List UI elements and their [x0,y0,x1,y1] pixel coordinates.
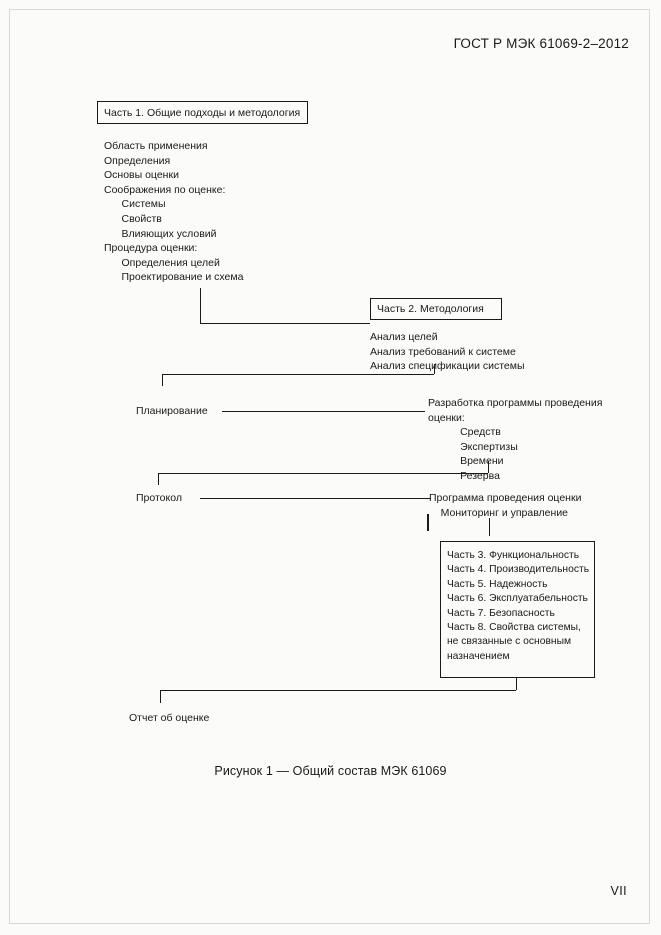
part2-box [370,298,502,320]
protocol-connector-line [200,498,431,499]
parts-3-to-8-box [440,541,595,678]
planning-items: Разработка программы проведения оценки: … [428,397,603,482]
connector-part2-down-vertical [434,364,435,374]
protocol-items: Программа проведения оценки Мониторинг и… [429,492,582,519]
protocol-tick-left [427,514,429,531]
part1-items: Область применения Определения Основы оц… [104,140,244,284]
protocol-label: Протокол [136,492,182,504]
document-header: ГОСТ Р МЭК 61069-2–2012 [453,36,629,51]
connector-protocol-drop-vertical [158,473,159,485]
part2-box-label: Часть 2. Методология [377,303,484,315]
connector-report-drop-vertical [160,690,161,703]
connector-planning-drop-vertical [162,374,163,386]
connector-part1-horizontal [200,323,370,324]
report-label: Отчет об оценке [129,712,210,724]
connector-part2-bracket-horizontal [162,374,434,375]
planning-connector-line [222,411,425,412]
connector-part1-vertical [200,288,201,323]
parts-3-to-8-items: Часть 3. Функциональность Часть 4. Произ… [447,550,590,662]
part2-items: Анализ целей Анализ требований к системе… [370,331,525,373]
figure-caption: Рисунок 1 — Общий состав МЭК 61069 [214,764,447,778]
connector-planning-down-vertical [488,461,489,473]
protocol-tick-right [489,518,490,536]
part1-box-label: Часть 1. Общие подходы и методология [104,107,301,119]
page-number: VII [610,884,627,898]
part1-box [97,101,308,124]
connector-report-bracket-horizontal [160,690,516,691]
connector-partsbox-down-vertical [516,678,517,690]
planning-label: Планирование [136,405,208,417]
connector-planning-bracket-horizontal [158,473,488,474]
